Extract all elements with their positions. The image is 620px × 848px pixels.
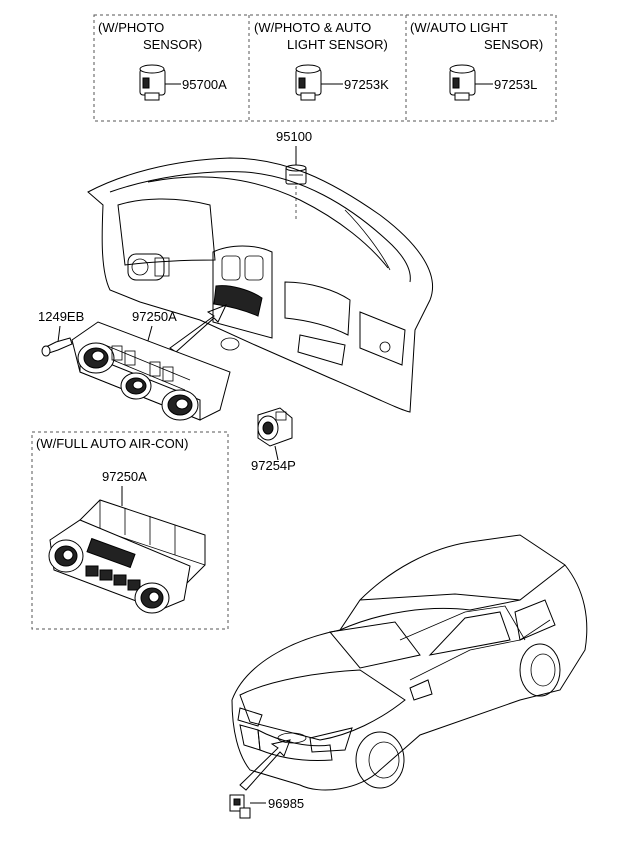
sensor-options-box bbox=[93, 14, 557, 122]
option2-part-no: 97253K bbox=[344, 77, 389, 92]
sensor-side-part-no: 97254P bbox=[251, 458, 296, 473]
dashboard-illustration bbox=[87, 157, 434, 413]
option2-condition-line1: (W/PHOTO & AUTO bbox=[254, 20, 371, 35]
climate-control-panel-icon bbox=[71, 321, 231, 421]
option1-part-no: 95700A bbox=[182, 77, 227, 92]
full-auto-title: (W/FULL AUTO AIR-CON) bbox=[36, 436, 188, 451]
sensor-top-part-no: 95100 bbox=[276, 129, 312, 144]
option3-part-no: 97253L bbox=[494, 77, 537, 92]
option3-condition-line2: SENSOR) bbox=[484, 37, 543, 52]
control-main-part-no: 97250A bbox=[132, 309, 177, 324]
in-car-sensor-icon bbox=[257, 407, 293, 447]
sensor-front-part-no: 96985 bbox=[268, 796, 304, 811]
photo-sensor-icon bbox=[139, 64, 166, 101]
photo-auto-light-sensor-icon bbox=[295, 64, 322, 101]
option1-condition-line2: SENSOR) bbox=[143, 37, 202, 52]
ambient-sensor-icon bbox=[229, 794, 251, 819]
screw-part-no: 1249EB bbox=[38, 309, 84, 324]
car-illustration bbox=[231, 534, 588, 791]
option3-condition-line1: (W/AUTO LIGHT bbox=[410, 20, 508, 35]
full-auto-box bbox=[31, 431, 229, 630]
full-auto-control-panel-icon bbox=[48, 499, 206, 614]
option1-condition-line1: (W/PHOTO bbox=[98, 20, 164, 35]
full-auto-part-no: 97250A bbox=[102, 469, 147, 484]
auto-light-sensor-icon bbox=[449, 64, 476, 101]
dash-top-sensor-icon bbox=[285, 164, 307, 185]
option2-condition-line2: LIGHT SENSOR) bbox=[287, 37, 388, 52]
screw-icon bbox=[41, 337, 73, 357]
